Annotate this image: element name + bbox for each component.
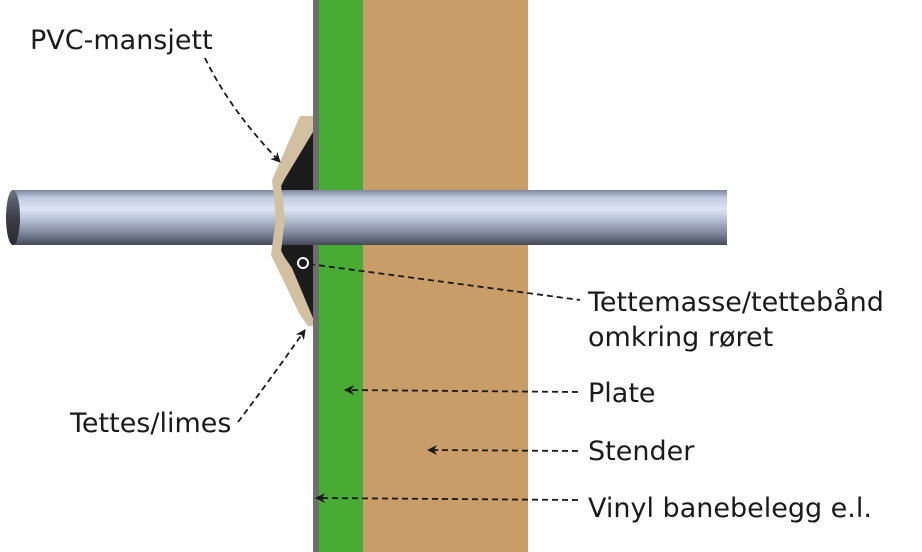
leader-vinyl [315,493,579,504]
leader-stud [427,445,579,456]
sealant-lower [278,245,313,325]
sealant-upper [278,120,313,192]
pipe-end [6,190,20,245]
label-sealant-line1: Tettemasse/tettebånd [587,287,884,318]
pipe [12,190,727,245]
label-seal-glue: Tettes/limes [69,408,231,439]
leader-sealant [308,263,581,301]
vinyl-layer [313,0,319,552]
label-sealant-line2: omkring røret [588,322,773,353]
pvc-sleeve [271,116,313,326]
leader-pvc-sleeve [204,57,281,163]
label-stud: Stender [588,436,695,467]
leader-seal-glue [237,329,306,423]
board-layer [319,0,363,552]
label-pvc-sleeve: PVC-mansjett [30,25,213,56]
label-board: Plate [588,378,656,409]
leader-board [344,385,579,396]
label-vinyl: Vinyl banebelegg e.l. [588,493,872,524]
sealant-marker [297,257,309,269]
stud-layer [363,0,528,552]
